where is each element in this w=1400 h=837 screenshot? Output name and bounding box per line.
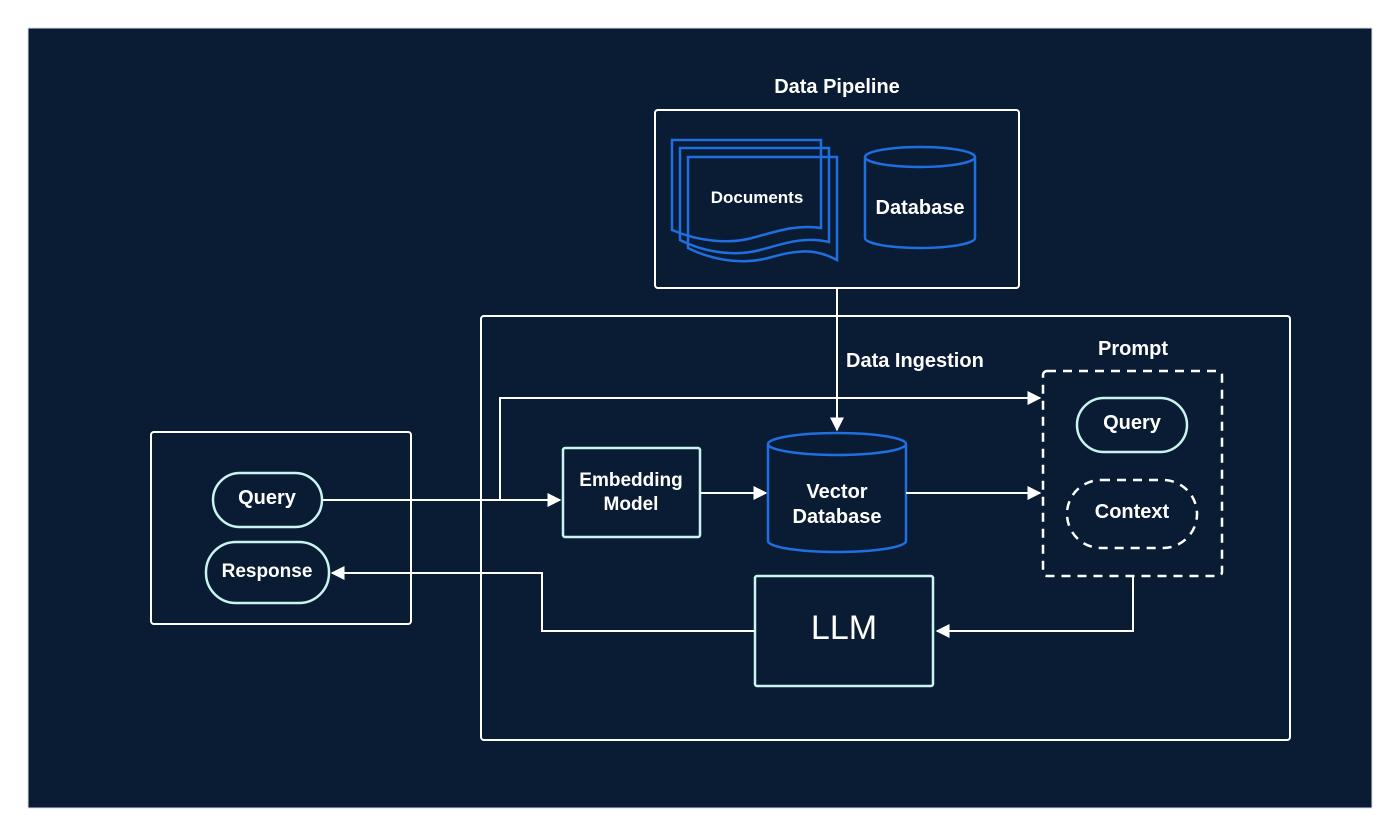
response-pill[interactable]	[204, 540, 331, 605]
context-label: Context	[1095, 501, 1170, 523]
documents-icon	[670, 138, 839, 263]
database-label: Database	[876, 197, 965, 219]
prompt-to-llm-arrow	[935, 576, 1134, 638]
pipeline-title: Data Pipeline	[774, 76, 900, 98]
background-panel	[27, 27, 1373, 809]
embedding-model-line1: Embedding	[579, 470, 682, 491]
ingestion-label: Data Ingestion	[846, 350, 984, 372]
processing-box	[480, 315, 1291, 741]
user-query-label: Query	[238, 487, 297, 509]
vector-database-icon	[766, 431, 908, 554]
database-icon	[863, 145, 977, 250]
documents-label: Documents	[711, 188, 804, 207]
query-to-prompt-arrow	[499, 391, 1042, 500]
prompt-query-pill[interactable]	[1075, 396, 1189, 454]
embedding-model-line2: Model	[604, 494, 659, 515]
user-box	[150, 431, 412, 625]
prompt-title: Prompt	[1098, 338, 1168, 360]
context-pill[interactable]	[1065, 478, 1199, 550]
vector-database-line1: Vector	[806, 481, 867, 503]
llm-label: LLM	[811, 609, 877, 647]
prompt-query-label: Query	[1103, 412, 1162, 434]
vector-database-line2: Database	[793, 506, 882, 528]
llm-to-response-arrow	[330, 566, 755, 632]
response-label: Response	[222, 561, 313, 582]
